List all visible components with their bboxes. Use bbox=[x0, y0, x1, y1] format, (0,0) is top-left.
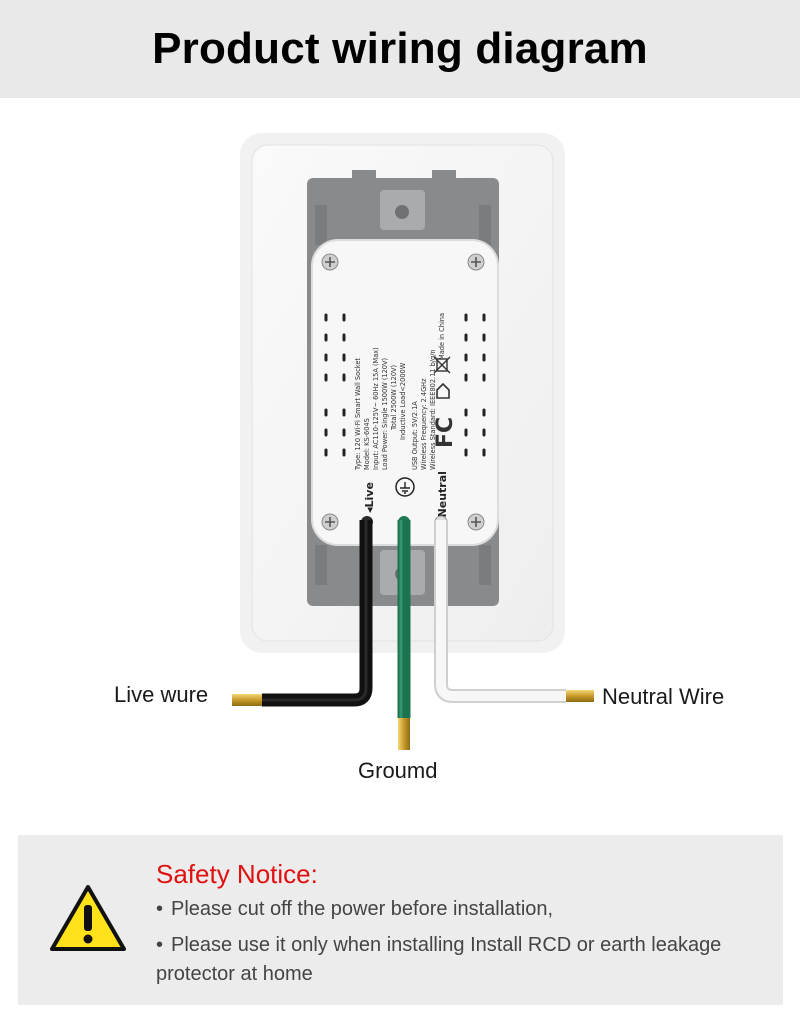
spec-line-4: Load Power: Single 1500W (120V) bbox=[381, 358, 389, 470]
spec-line-6: Inductive Load<2000W bbox=[399, 362, 407, 440]
wiring-diagram: Type: 120 Wi-Fi Smart Wall Socket Model:… bbox=[0, 98, 800, 828]
spec-line-3: Input: AC110-125V~ 60Hz 15A (Max) bbox=[372, 347, 380, 470]
bullet: • bbox=[156, 934, 164, 956]
spec-line-2: Model: KS-604S bbox=[363, 418, 371, 470]
live-wire-tip bbox=[232, 694, 262, 706]
safety-item-2-text: Please use it only when installing Insta… bbox=[156, 934, 722, 985]
safety-notice-title: Safety Notice: bbox=[156, 859, 318, 889]
live-wire bbox=[232, 520, 373, 707]
title-bar: Product wiring diagram bbox=[0, 0, 800, 98]
neutral-wire-tip bbox=[566, 690, 594, 702]
switch-module: Type: 120 Wi-Fi Smart Wall Socket Model:… bbox=[311, 239, 499, 546]
screw-bottom-left bbox=[321, 513, 339, 531]
neutral-wire bbox=[434, 520, 594, 703]
screw-top-left bbox=[321, 253, 339, 271]
spec-line-10: Made in China bbox=[438, 313, 446, 360]
wiring-diagram-svg: Type: 120 Wi-Fi Smart Wall Socket Model:… bbox=[232, 133, 594, 750]
safety-item-2: •Please use it only when installing Inst… bbox=[156, 931, 766, 989]
ground-wire-tip bbox=[398, 718, 410, 750]
safety-item-1-text: Please cut off the power before installa… bbox=[171, 898, 554, 920]
house-icon bbox=[436, 382, 450, 399]
screw-bottom-right bbox=[467, 513, 485, 531]
fcc-mark: FC bbox=[433, 417, 458, 448]
spec-line-8: Wireless Frequency: 2.4GHz bbox=[420, 378, 428, 470]
screw-top-right bbox=[467, 253, 485, 271]
vent-slots bbox=[324, 313, 486, 457]
warning-icon bbox=[50, 885, 126, 951]
safety-notice-panel: Safety Notice: • Please cut off the power… bbox=[18, 835, 783, 1005]
live-wire-label: Live wure bbox=[114, 682, 209, 707]
spec-line-7: USB Output: 5V/2.1A bbox=[411, 401, 419, 470]
spec-line-9: Wireless Standard: IEEE802.11 b/g/n bbox=[429, 349, 437, 470]
bin-crossed-icon bbox=[433, 356, 451, 374]
ground-wire-label: Groumd bbox=[358, 758, 438, 783]
spec-line-5: Total 2500W (120V) bbox=[390, 365, 398, 431]
safety-item-1: • Please cut off the power before install… bbox=[156, 895, 756, 924]
terminal-neutral-label: ◂Neutral bbox=[436, 471, 449, 523]
bullet: • bbox=[156, 898, 164, 920]
ground-symbol-icon bbox=[395, 477, 415, 497]
terminal-live-label: ◂Live bbox=[363, 482, 376, 513]
spec-label: Type: 120 Wi-Fi Smart Wall Socket Model:… bbox=[354, 313, 446, 471]
ground-wire bbox=[397, 520, 411, 750]
spec-line-1: Type: 120 Wi-Fi Smart Wall Socket bbox=[354, 358, 362, 471]
page-title: Product wiring diagram bbox=[152, 24, 648, 73]
neutral-wire-label: Neutral Wire bbox=[602, 684, 725, 709]
